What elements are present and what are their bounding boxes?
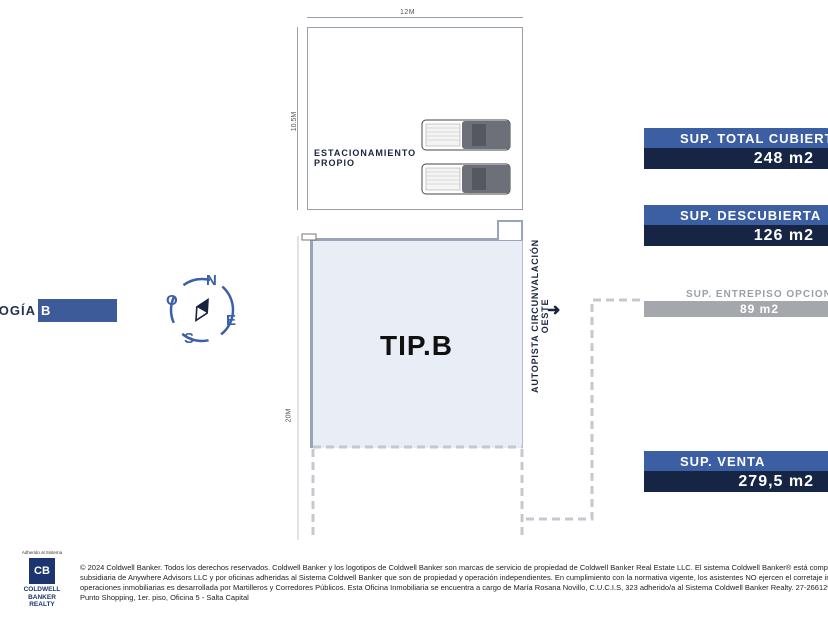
parked-trucks [421,119,511,195]
tipologia-tag: OGÍA B [0,299,117,322]
logo-name: COLDWELL BANKER REALTY [10,586,74,609]
card-uncovered: SUP. DESCUBIERTA 126 m2 [644,205,828,246]
lot-notch [497,220,523,240]
parking-label-line2: PROPIO [314,158,356,168]
truck-icon [421,119,511,151]
lot-area [310,238,523,448]
compass-north: N [206,272,217,289]
card-total-value: 248 m2 [644,148,828,169]
truck-icon [421,163,511,195]
compass-icon: N O S E [162,270,244,352]
card-mezzanine-value: 89 m2 [644,301,828,317]
compass-west: O [166,292,178,309]
legal-line: © 2024 Coldwell Banker. Todos los derech… [80,563,828,572]
parking-area [307,27,523,210]
legal-line: Punto Shopping, 1er. piso, Oficina 5 - S… [80,593,249,602]
parking-width-label: 12M [400,9,416,16]
arrow-right-icon: ➜ [547,302,561,319]
parking-label-line1: ESTACIONAMIENTO [314,148,417,158]
legal-text: © 2024 Coldwell Banker. Todos los derech… [80,563,828,603]
card-sale-value: 279,5 m2 [644,471,828,492]
parking-width-line [307,17,523,18]
card-uncovered-title: SUP. DESCUBIERTA [644,205,828,225]
parking-depth-line [297,27,298,210]
coldwell-banker-logo: Adherido al Sistema CB COLDWELL BANKER R… [10,550,74,608]
compass-south: S [184,330,195,347]
card-total-title: SUP. TOTAL CUBIERTA [644,128,828,148]
logo-caption: Adherido al Sistema [21,550,63,555]
legal-line: operaciones inmobiliarias es desarrollad… [80,583,828,592]
card-sale: SUP. VENTA 279,5 m2 [644,451,828,492]
legal-line: subsidiaria de Anywhere Advisors LLC y p… [80,573,828,582]
tipologia-letter: B [41,303,51,318]
card-sale-title: SUP. VENTA [644,451,828,471]
card-mezzanine-title: SUP. ENTREPISO OPCIONAL [644,288,828,301]
card-total-covered: SUP. TOTAL CUBIERTA 248 m2 [644,128,828,169]
cb-seal-icon: CB [29,558,55,584]
logo-name-line1: COLDWELL BANKER [23,586,61,601]
logo-name-line2: REALTY [29,601,55,608]
tipologia-lead: OGÍA [0,299,38,322]
card-uncovered-value: 126 m2 [644,225,828,246]
compass-ring [169,277,235,343]
parking-label: ESTACIONAMIENTO PROPIO [314,148,416,168]
compass-east: E [226,312,237,329]
card-mezzanine: SUP. ENTREPISO OPCIONAL 89 m2 [644,288,828,317]
lot-label: TIP.B [380,330,453,361]
